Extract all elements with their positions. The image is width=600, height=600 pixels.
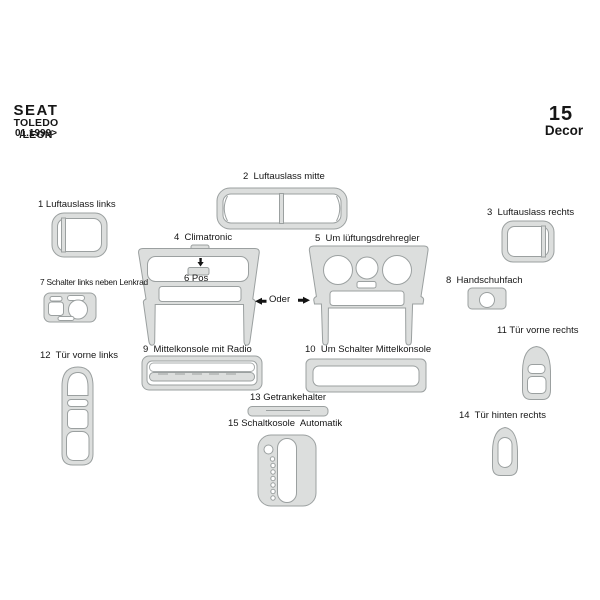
part-2-shape — [216, 187, 348, 230]
part-12-label: 12 Tür vorne links — [40, 350, 118, 361]
pieces-count: 15 — [548, 103, 574, 125]
part-7-shape — [43, 292, 97, 323]
part-14-shape — [492, 426, 518, 476]
part-7-label: 7 Schalter links neben Lenkrad — [40, 277, 148, 287]
part-5-label: 5 Um lüftungsdrehregler — [315, 233, 420, 244]
part-12-shape — [61, 366, 94, 466]
part-3-shape — [501, 220, 555, 263]
part-10-label: 10 Um Schalter Mittelkonsole — [305, 344, 432, 355]
part-1-label: 1 Luftauslass links — [38, 199, 116, 210]
part-9-shape — [141, 355, 263, 391]
part-6-label: 6 Pos — [184, 273, 209, 284]
model-date-range: 01.1999> — [15, 128, 57, 139]
brand-title: SEAT — [13, 102, 59, 119]
part-8-shape — [467, 287, 507, 310]
part-3-label: 3 Luftauslass rechts — [487, 207, 575, 218]
part-13-shape — [247, 406, 329, 417]
arrow-left-icon — [255, 297, 267, 305]
alternative-or-label: Oder — [269, 294, 291, 305]
pieces-label: Decor — [544, 123, 584, 138]
part-14-label: 14 Tür hinten rechts — [459, 410, 546, 421]
part-4-label: 4 Climatronic — [174, 232, 233, 243]
part-15-shape — [257, 434, 317, 507]
part-11-shape — [522, 345, 551, 400]
part-10-shape — [305, 358, 427, 393]
part-4-shape — [138, 244, 260, 346]
part-2-label: 2 Luftauslass mitte — [243, 171, 325, 182]
part-1-shape — [51, 212, 108, 258]
model-title: TOLEDO /LEON — [13, 117, 59, 141]
part-11-label: 11 Tür vorne rechts — [497, 325, 579, 336]
oder-arrows — [255, 296, 310, 305]
part-8-label: 8 Handschuhfach — [446, 275, 523, 286]
part-15-label: 15 Schaltkosole Automatik — [228, 418, 343, 429]
arrow-down-icon — [197, 258, 204, 267]
part-6-shape — [187, 258, 210, 276]
part-13-label: 13 Getrankehalter — [250, 392, 327, 403]
arrow-right-icon — [298, 296, 310, 304]
part-5-shape — [308, 245, 429, 346]
part-9-label: 9 Mittelkonsole mit Radio — [143, 344, 252, 355]
